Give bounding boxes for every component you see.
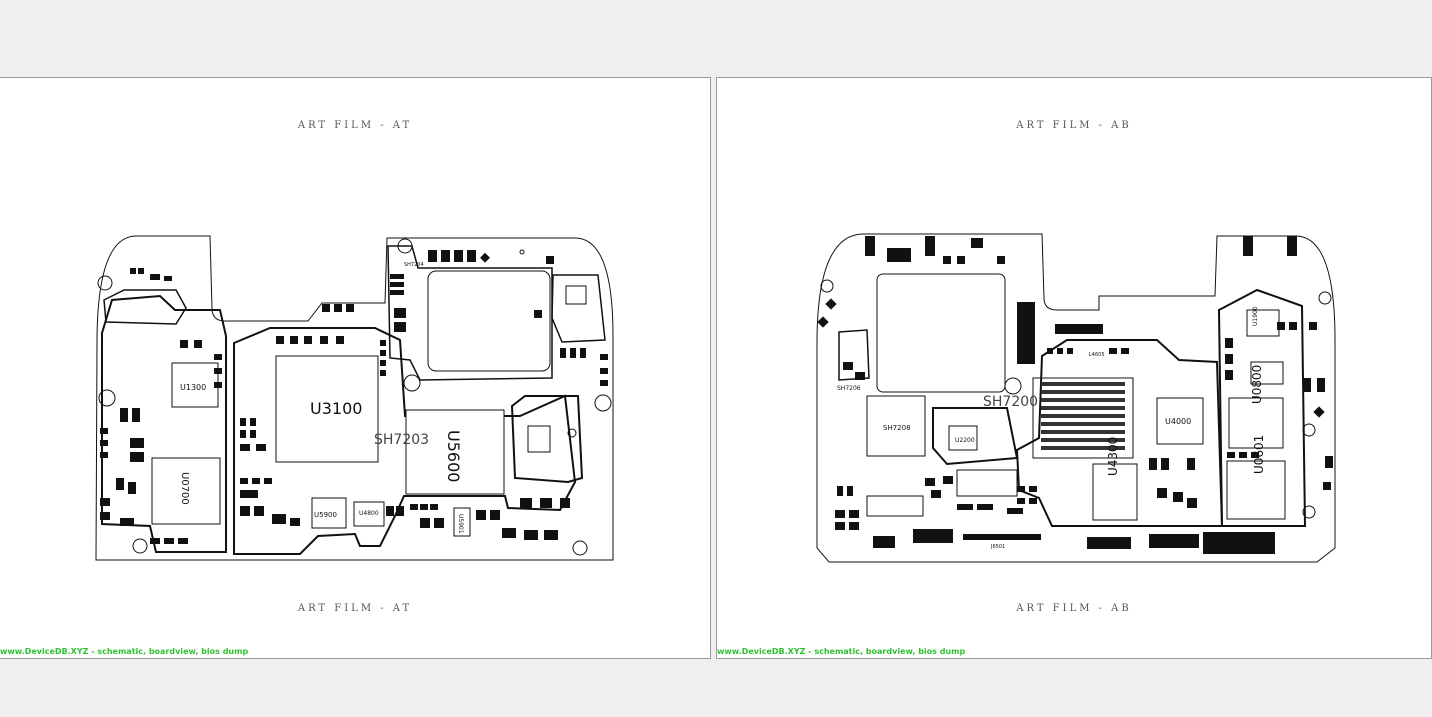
chip-u5900 [311,497,347,529]
shield-frame-left [838,329,870,381]
mount-hole [403,374,421,392]
shield-frame-left [101,294,227,553]
connector [1055,324,1103,334]
connector [963,534,1041,540]
shield-frame-right [510,395,584,484]
label-u0800: U0800 [1250,365,1264,404]
chip-u2200 [948,425,978,451]
mount-hole [572,540,588,556]
mount-hole [567,428,577,438]
film-title-top: ART FILM - AT [297,120,413,131]
chip-small-tr [565,285,587,305]
label-u1900: U1900 [1252,306,1259,326]
connector [873,536,895,548]
mount-hole [1318,291,1332,305]
chip-u1001 [1250,361,1284,385]
label-sh7208: SH7208 [883,424,911,432]
pcb-top-board: U3100 SH7203 U5600 U1300 U0700 U5900 U48… [95,235,614,561]
label-u0601: U0601 [1252,435,1266,474]
connector [1149,534,1199,548]
label-l4605: L4605 [1089,352,1105,358]
label-u5901: U5901 [457,514,464,534]
connector [1087,537,1131,549]
chip-mid-module [956,469,1018,497]
pcb-bottom-board: U4000 U4300 U0800 U0601 U2200 SH7208 SH7… [816,233,1336,563]
label-j6501: J6501 [990,544,1005,550]
mount-hole [820,279,834,293]
label-u4300: U4300 [1106,437,1120,476]
shield-frame-center [233,327,577,555]
label-u0700: U0700 [179,472,190,505]
label-sh7203: SH7203 [374,432,429,448]
mount-hole [397,238,413,254]
shield-frame-topleft-inner [103,289,187,325]
mount-hole [132,538,148,554]
chip-u5600 [405,409,505,495]
connector [913,529,953,543]
chip-u3100 [275,355,379,463]
chip-u0601 [1226,460,1286,520]
board-outline [816,233,1336,563]
chip-u4000 [1156,397,1204,445]
mount-hole [594,394,612,412]
chip-u5901 [453,507,471,537]
film-title-bottom: ART FILM - AB [1016,603,1132,614]
watermark-link[interactable]: www.DeviceDB.XYZ - schematic, boardview,… [717,647,966,656]
label-sh7204: SH7204 [404,262,424,268]
shield-frame-right [1217,288,1307,527]
connector [1017,302,1035,364]
label-sh7200: SH7200 [983,394,1038,410]
label-u5600: U5600 [444,430,463,482]
chip-upper-window [427,270,551,372]
chip-u0700 [151,457,221,525]
mount-hole [519,249,525,255]
chip-large-window [876,273,1006,393]
label-u1300: U1300 [180,383,206,392]
shield-frame-midleft [932,407,1019,466]
label-sh7206: SH7206 [837,385,861,392]
chip-sh7208 [866,395,926,457]
label-u4800: U4800 [359,510,379,517]
shield-frame-upper [387,245,553,381]
chip-u4300 [1092,463,1138,521]
chip-u4800 [353,501,385,527]
artwork-page-ab: U4000 U4300 U0800 U0601 U2200 SH7208 SH7… [716,77,1432,659]
chip-u0800 [1228,397,1284,449]
watermark-link[interactable]: www.DeviceDB.XYZ - schematic, boardview,… [0,647,249,656]
mount-hole [1302,505,1316,519]
connector [1203,532,1275,554]
label-u4000: U4000 [1165,417,1191,426]
chip-dense-array [1032,377,1134,459]
film-title-bottom: ART FILM - AT [297,603,413,614]
film-title-top: ART FILM - AB [1016,120,1132,131]
artwork-page-at: U3100 SH7203 U5600 U1300 U0700 U5900 U48… [0,77,711,659]
mount-hole [1004,377,1022,395]
shield-frame-tr [551,274,606,343]
label-u5900: U5900 [314,511,337,519]
mount-hole [98,389,116,407]
chip-small-right [527,425,551,453]
chip-lower-module [866,495,924,517]
mount-hole [97,275,113,291]
mount-hole [1302,423,1316,437]
label-u3100: U3100 [310,399,362,418]
label-u2200: U2200 [955,437,975,444]
shield-frame-center [1015,339,1224,527]
